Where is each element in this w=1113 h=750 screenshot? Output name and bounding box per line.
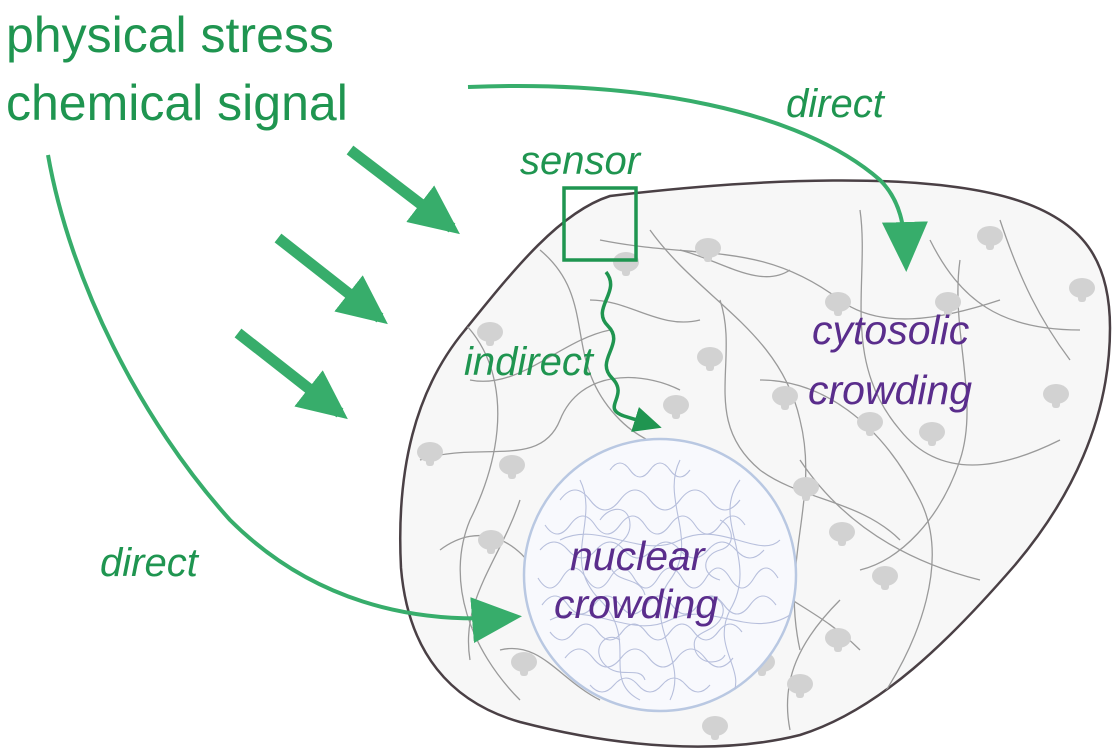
indirect-wavy-arrow xyxy=(600,270,662,432)
direct-arrow-cytosol xyxy=(467,84,928,272)
chromatin xyxy=(537,459,791,701)
direct-arrow-nucleus xyxy=(46,154,522,644)
cytosolic-crowding-line1: cytosolic xyxy=(812,307,970,353)
sensor-square-outline-icon xyxy=(562,186,638,262)
nuclear-crowding-line2: crowding xyxy=(554,581,718,627)
direct-label-bottom: direct xyxy=(100,541,200,585)
nuclear-crowding-line1: nuclear xyxy=(570,533,707,579)
stimulus-arrows xyxy=(234,145,460,420)
stimulus-label-line2: chemical signal xyxy=(6,75,348,131)
stimulus-label-line1: physical stress xyxy=(6,7,334,63)
sensor-label: sensor xyxy=(520,139,642,183)
cytosolic-crowding-line2: crowding xyxy=(808,367,972,413)
indirect-label: indirect xyxy=(464,340,595,384)
direct-label-top: direct xyxy=(786,82,886,126)
